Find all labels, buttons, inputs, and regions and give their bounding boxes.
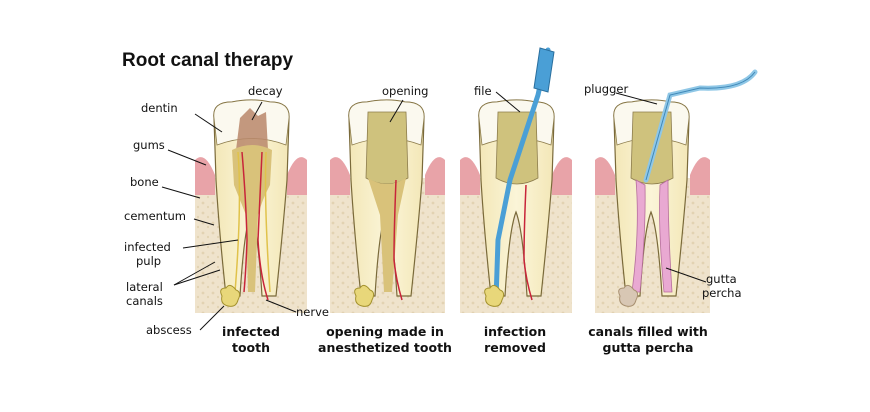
cleaned-chamber [495, 111, 539, 185]
infected-pulp [232, 145, 272, 292]
gum-tissue [425, 157, 445, 195]
leader-bone [161, 186, 201, 199]
leader-decay [251, 101, 263, 121]
caption-line: canals filled with [588, 324, 708, 339]
leader-lines [161, 91, 707, 331]
label-infected-pulp-line1: infected [124, 240, 171, 254]
caption-line: opening made in [326, 324, 444, 339]
leader-dentin [194, 113, 223, 133]
caption-line: anesthetized tooth [318, 340, 452, 355]
leader-cementum [193, 218, 215, 226]
label-bone: bone [130, 175, 159, 189]
label-abscess: abscess [146, 323, 192, 337]
nerve-red [393, 179, 403, 301]
label-decay: decay [248, 84, 283, 98]
caption-line: gutta percha [602, 340, 694, 355]
caption-line: infected [222, 324, 280, 339]
gutta-percha-fill [631, 179, 646, 293]
leader-nerve [265, 299, 297, 313]
gum-tissue [330, 157, 350, 195]
access-opening [365, 111, 409, 185]
caption-infection-removed: infection removed [470, 324, 560, 356]
caption-line: removed [484, 340, 546, 355]
infected-pulp [368, 178, 406, 292]
label-gutta-percha-line2: percha [702, 286, 742, 300]
plugger-instrument-outline [645, 71, 756, 181]
panel-infected-tooth [195, 99, 307, 313]
file-handle [533, 47, 555, 93]
label-gums: gums [133, 138, 165, 152]
leader-gutta-percha [665, 267, 707, 283]
abscess [484, 284, 505, 307]
leader-gums [167, 149, 207, 166]
nerve-red [523, 184, 533, 301]
panel-infection-removed [460, 47, 572, 313]
label-lateral-canals-line1: lateral [126, 280, 163, 294]
label-dentin: dentin [141, 101, 178, 115]
label-file: file [474, 84, 492, 98]
caption-line: tooth [231, 340, 271, 355]
caption-opening-made: opening made in anesthetized tooth [305, 324, 465, 356]
abscess [220, 284, 241, 307]
gutta-percha-fill [659, 179, 673, 293]
gum-tissue [552, 157, 572, 195]
gum-tissue [690, 157, 710, 195]
abscess [354, 284, 375, 307]
leader-lateral-1 [173, 261, 216, 286]
nerve-red [241, 151, 248, 293]
leader-pulp [182, 239, 239, 249]
leader-abscess [199, 305, 225, 331]
leader-plugger [615, 92, 658, 105]
leader-opening [389, 99, 404, 123]
label-nerve: nerve [296, 305, 329, 319]
nerve-red [257, 151, 269, 301]
chamber [630, 111, 674, 185]
gum-tissue [195, 157, 215, 195]
healed-area [618, 284, 639, 307]
caption-infected-tooth: infected tooth [206, 324, 296, 356]
gum-tissue [460, 157, 480, 195]
panel-canals-filled [595, 69, 758, 313]
label-lateral-canals-line2: canals [126, 294, 163, 308]
leader-file [495, 91, 521, 113]
leader-lateral-2 [173, 269, 221, 286]
gum-tissue [287, 157, 307, 195]
caption-canals-filled: canals filled with gutta percha [568, 324, 728, 356]
label-gutta-percha-line1: gutta [706, 272, 737, 286]
nerve-yellow [264, 151, 271, 293]
label-opening: opening [382, 84, 429, 98]
caption-line: infection [483, 324, 547, 339]
label-plugger: plugger [584, 82, 629, 96]
label-infected-pulp-line2: pulp [136, 254, 162, 268]
decay [236, 108, 268, 155]
diagram-title: Root canal therapy [122, 50, 294, 71]
panel-opening-made [330, 99, 445, 313]
gum-tissue [595, 157, 615, 195]
nerve-yellow [234, 151, 241, 293]
label-cementum: cementum [124, 209, 186, 223]
